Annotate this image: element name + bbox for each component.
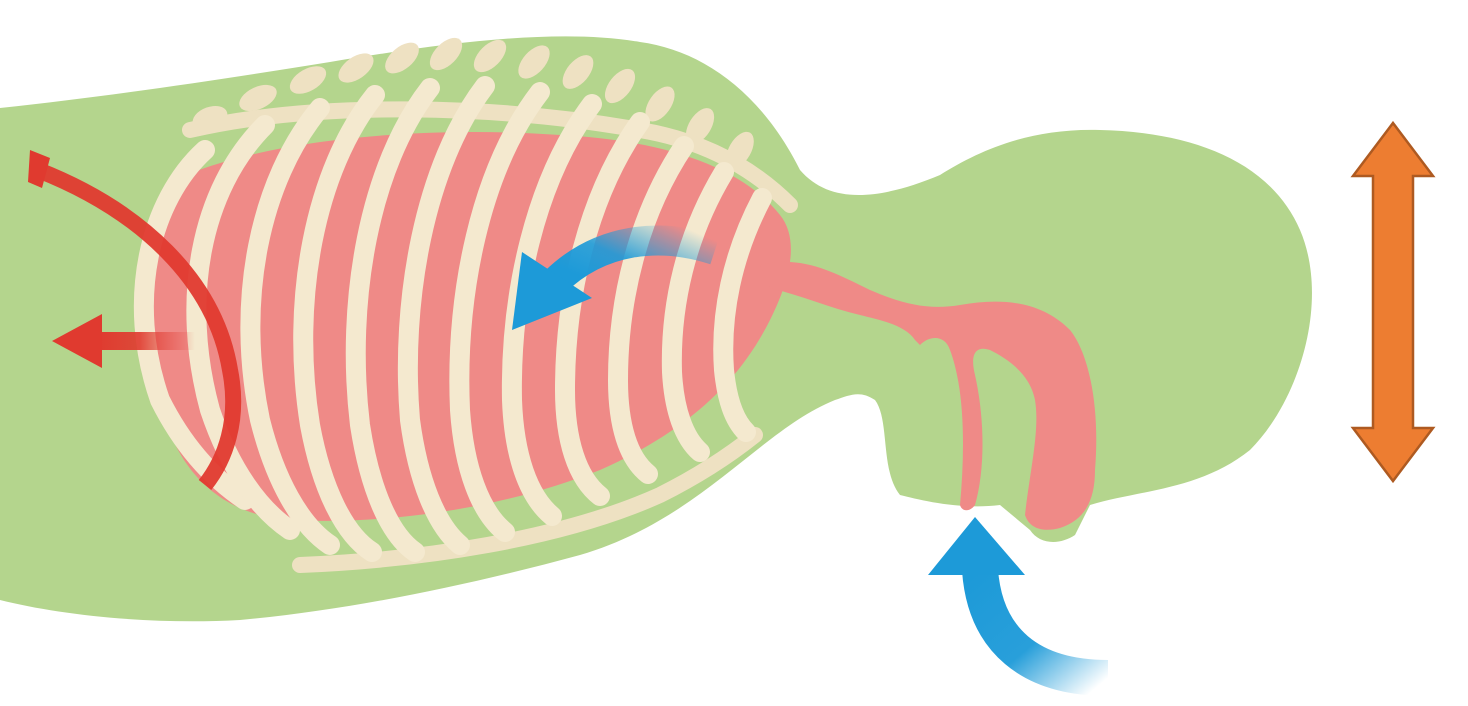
mouth-inhale-arrow-icon (928, 517, 1108, 678)
vertical-double-arrow-icon (1353, 123, 1433, 481)
